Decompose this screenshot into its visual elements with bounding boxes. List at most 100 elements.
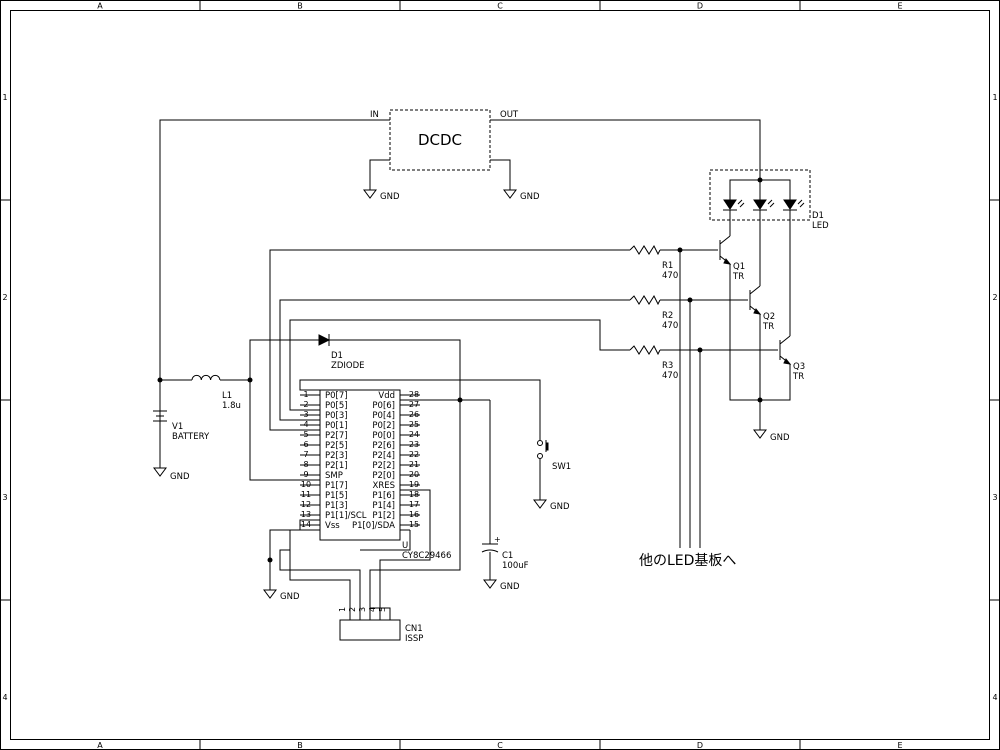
mcu-pin-name: P1[2] [372, 511, 395, 521]
transistor-ref: Q2 [763, 312, 775, 322]
inductor-value: 1.8u [222, 401, 241, 411]
mcu-pin-number: 25 [409, 420, 419, 429]
mcu-pin-number: 12 [301, 500, 311, 509]
mcu-pin-number: 17 [409, 500, 419, 509]
battery-ref: V1 [172, 422, 183, 432]
led-value: LED [812, 221, 829, 231]
row-label-left: 1 [2, 93, 7, 102]
led-group [709, 169, 811, 221]
connector-pin-number: 4 [368, 607, 377, 612]
gnd-label: GND [520, 192, 540, 202]
column-label-bottom: B [297, 741, 303, 750]
mcu-pin-number: 20 [409, 470, 419, 479]
mcu-pin-name: Vss [325, 521, 340, 531]
dcdc-label: DCDC [418, 131, 462, 149]
diode-ref: D1 [331, 351, 343, 361]
mcu-pin-name: P2[7] [325, 431, 348, 441]
wires [159, 119, 791, 608]
connector-ref: CN1 [405, 624, 423, 634]
mcu-pin-name: XRES [373, 481, 396, 491]
mcu-pin-name: P1[6] [372, 491, 395, 501]
dcdc-block: DCDC IN OUT [370, 109, 519, 171]
mcu-pin-name: P0[1] [325, 421, 348, 431]
mcu-pin-name: P1[7] [325, 481, 348, 491]
row-label-right: 3 [992, 493, 997, 502]
mcu-pin-number: 13 [301, 510, 311, 519]
column-label-top: D [697, 2, 703, 11]
row-label-right: 1 [992, 93, 997, 102]
mcu-pin-number: 11 [301, 490, 311, 499]
mcu-pin-name: P2[2] [372, 461, 395, 471]
transistor-value: TR [762, 322, 774, 332]
mcu-pin-name: P2[1] [325, 461, 348, 471]
mcu-pin-name: P1[3] [325, 501, 348, 511]
column-label-bottom: C [497, 741, 503, 750]
connector-pin-number: 5 [378, 607, 387, 612]
mcu-pin-number: 9 [303, 470, 308, 479]
diode-value: ZDIODE [331, 361, 364, 371]
mcu-pin-name: P2[3] [325, 451, 348, 461]
led-ref: D1 [812, 211, 824, 221]
column-label-bottom: A [97, 741, 103, 750]
mcu-pin-number: 21 [409, 460, 419, 469]
resistor-ref: R2 [662, 311, 673, 321]
inductor-symbol [191, 374, 221, 381]
junctions [157, 177, 763, 563]
capacitor-symbol [481, 543, 499, 553]
mcu-pin-number: 23 [409, 440, 419, 449]
connector-value: ISSP [405, 634, 423, 644]
mcu-pin-number: 2 [303, 400, 308, 409]
battery-value: BATTERY [172, 432, 210, 442]
mcu-pin-name: P0[3] [325, 411, 348, 421]
connector-pin-number: 3 [358, 607, 367, 612]
resistor-symbols [629, 244, 661, 356]
mcu-pin-number: 3 [303, 410, 308, 419]
row-label-right: 2 [992, 293, 997, 302]
mcu-pin-number: 15 [409, 520, 419, 529]
mcu-pin-name: P2[5] [325, 441, 348, 451]
capacitor-polarity: + [494, 535, 501, 544]
gnd-label: GND [550, 502, 570, 512]
mcu-pin-number: 10 [301, 480, 311, 489]
mcu-pin-name: P1[5] [325, 491, 348, 501]
mcu-pin-name: P0[0] [372, 431, 395, 441]
mcu-pin-name: SMP [325, 471, 343, 481]
mcu-pin-number: 4 [303, 420, 308, 429]
resistor-ref: R3 [662, 361, 673, 371]
resistor-ref: R1 [662, 261, 673, 271]
switch-ref: SW1 [552, 462, 571, 472]
mcu-pin-name: Vdd [378, 391, 395, 401]
mcu-pin-number: 26 [409, 410, 419, 419]
switch-symbol [537, 440, 549, 459]
mcu-pin-name: P2[0] [372, 471, 395, 481]
resistor-value: 470 [662, 321, 678, 331]
gnd-label: GND [280, 592, 300, 602]
column-label-top: A [97, 2, 103, 11]
mcu-pin-number: 28 [409, 390, 419, 399]
mcu-pin-name: P0[5] [325, 401, 348, 411]
connector-pin-number: 2 [348, 607, 357, 612]
connector-cn1: 1 2 3 4 5 [338, 607, 401, 641]
capacitor-value: 100uF [502, 561, 529, 571]
inductor-ref: L1 [222, 391, 232, 401]
transistor-value: TR [792, 372, 804, 382]
mcu-ref: U [402, 541, 408, 551]
mcu-pin-name: P0[6] [372, 401, 395, 411]
mcu-pin-number: 7 [303, 450, 308, 459]
transistor-ref: Q3 [793, 362, 805, 372]
zener-diode-symbol [318, 334, 331, 346]
row-label-left: 2 [2, 293, 7, 302]
column-label-top: C [497, 2, 503, 11]
transistor-value: TR [732, 272, 744, 282]
dcdc-out-label: OUT [500, 110, 519, 120]
mcu-pin-number: 5 [303, 430, 308, 439]
mcu-pin-number: 1 [303, 390, 308, 399]
mcu-pin-name: P1[4] [372, 501, 395, 511]
gnd-symbols [153, 189, 767, 599]
column-label-bottom: D [697, 741, 703, 750]
gnd-label: GND [170, 472, 190, 482]
mcu-pin-name: P2[4] [372, 451, 395, 461]
mcu-pin-name: P2[6] [372, 441, 395, 451]
